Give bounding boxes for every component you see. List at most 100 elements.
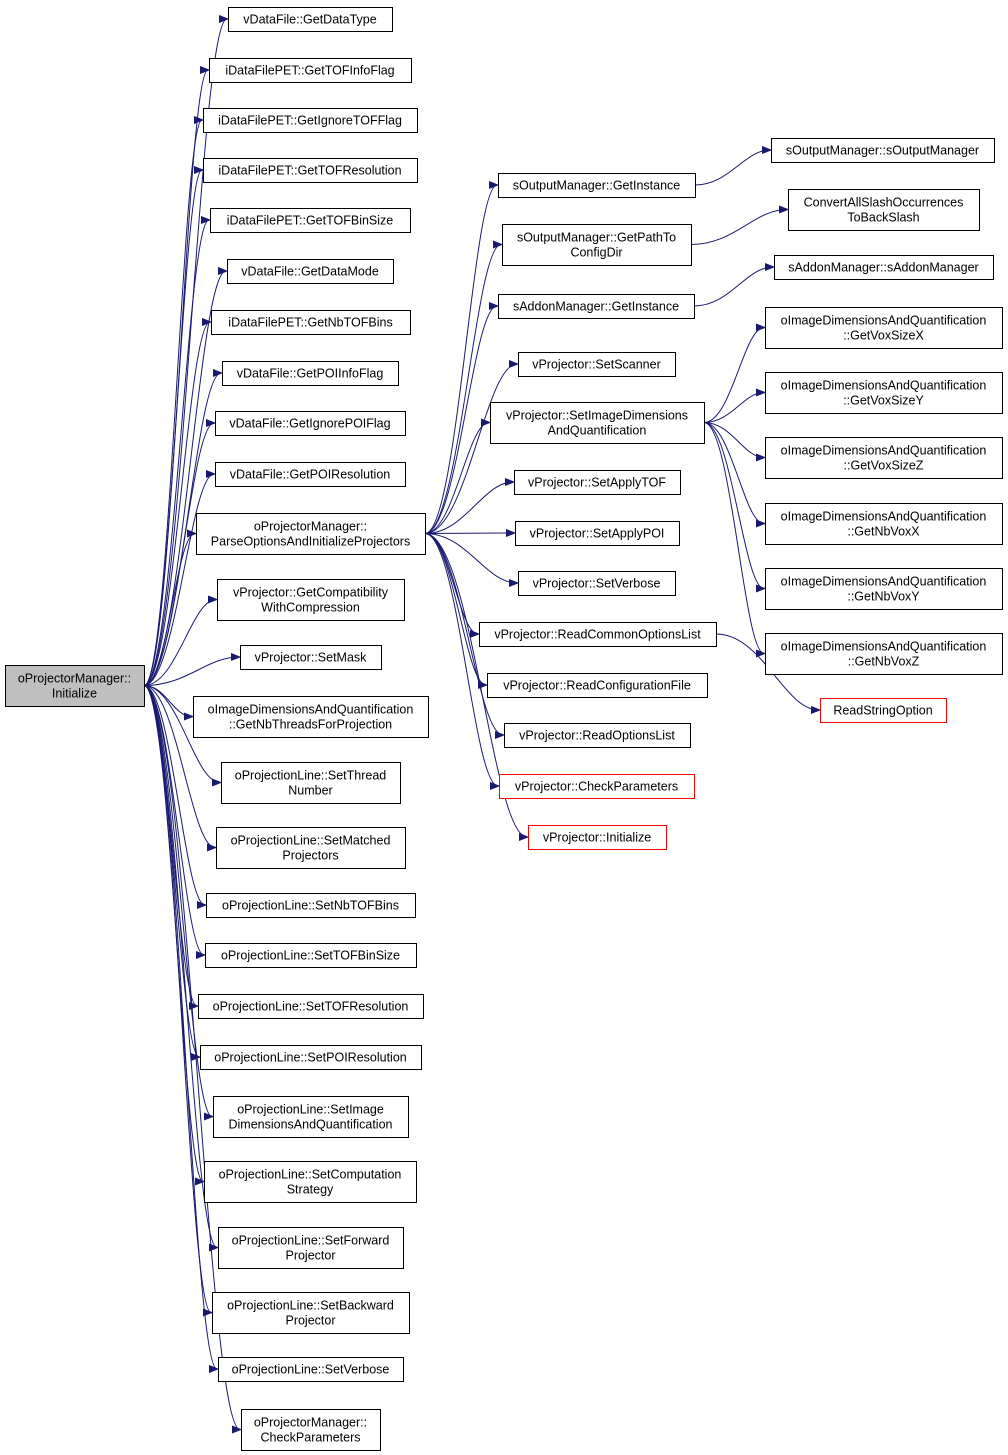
node-oimagedimensionsandquantification-getnbthreadsforprojection[interactable]: oImageDimensionsAndQuantification::GetNb…: [193, 696, 429, 738]
node-idatafilepet-getnbtofbins[interactable]: iDataFilePET::GetNbTOFBins: [211, 310, 411, 335]
edge-root-to-n24: [143, 685, 211, 1313]
node-oprojectormanager-parseoptionsandinitializeprojectors[interactable]: oProjectorManager::ParseOptionsAndInitia…: [196, 513, 426, 555]
node-oprojectionline-setnbtofbins[interactable]: oProjectionLine::SetNbTOFBins: [206, 893, 416, 918]
node-oimagedimensionsandquantification-getvoxsizez[interactable]: oImageDimensionsAndQuantification::GetVo…: [765, 437, 1003, 479]
node-vprojector-setimagedimensions-andquantification[interactable]: vProjector::SetImageDimensionsAndQuantif…: [490, 402, 705, 444]
nodes-layer: oProjectorManager::Initialize vDataFile::…: [5, 7, 1003, 1451]
node-oimagedimensionsandquantification-getvoxsizex[interactable]: oImageDimensionsAndQuantification::GetVo…: [765, 307, 1003, 349]
node-label: ConfigDir: [570, 245, 622, 259]
node-label: ConvertAllSlashOccurrences: [804, 195, 964, 209]
edge-root-to-n26: [143, 685, 240, 1430]
node-vprojector-readoptionslist[interactable]: vProjector::ReadOptionsList: [504, 723, 691, 748]
node-label: oProjectionLine::SetImage: [237, 1102, 384, 1116]
node-oprojectionline-setpoiresolution[interactable]: oProjectionLine::SetPOIResolution: [200, 1045, 422, 1070]
node-readstringoption[interactable]: ReadStringOption: [820, 698, 947, 723]
node-box: [210, 208, 411, 233]
node-box: [222, 361, 399, 386]
node-vdatafile-getpoiresolution[interactable]: vDataFile::GetPOIResolution: [215, 462, 406, 487]
node-vprojector-setscanner[interactable]: vProjector::SetScanner: [518, 352, 676, 377]
node-vdatafile-getpoiinfoflag[interactable]: vDataFile::GetPOIInfoFlag: [222, 361, 399, 386]
edge-p5-to-q8: [703, 422, 764, 589]
node-box: [514, 470, 681, 495]
node-vprojector-checkparameters[interactable]: vProjector::CheckParameters: [499, 774, 695, 799]
node-oprojectormanager-initialize[interactable]: oProjectorManager::Initialize: [5, 665, 145, 707]
edge-root-to-n1: [143, 19, 227, 686]
edge-p5-to-q4: [703, 328, 764, 423]
edge-root-to-n4: [143, 170, 202, 686]
node-idatafilepet-gettofbinsize[interactable]: iDataFilePET::GetTOFBinSize: [210, 208, 411, 233]
node-vprojector-getcompatibility-withcompression[interactable]: vProjector::GetCompatibilityWithCompress…: [217, 579, 405, 621]
node-oprojectionline-setverbose[interactable]: oProjectionLine::SetVerbose: [218, 1357, 404, 1382]
edge-parse-to-p11: [424, 533, 503, 736]
node-box: [515, 521, 680, 546]
node-vprojector-setapplytof[interactable]: vProjector::SetApplyTOF: [514, 470, 681, 495]
edge-root-to-n5: [143, 220, 209, 686]
node-idatafilepet-gettofinfoflag[interactable]: iDataFilePET::GetTOFInfoFlag: [209, 58, 412, 83]
node-vprojector-setverbose[interactable]: vProjector::SetVerbose: [518, 571, 676, 596]
node-box: [215, 462, 406, 487]
node-label: vProjector::SetApplyTOF: [528, 475, 666, 489]
node-vprojector-setapplypoi[interactable]: vProjector::SetApplyPOI: [515, 521, 680, 546]
node-oimagedimensionsandquantification-getnbvoxy[interactable]: oImageDimensionsAndQuantification::GetNb…: [765, 568, 1003, 610]
node-box: [528, 825, 667, 850]
node-box: [198, 994, 424, 1019]
node-label: vProjector::SetApplyPOI: [530, 526, 665, 540]
node-box: [193, 696, 429, 738]
node-oprojectionline-setimage-dimensionsandquantification[interactable]: oProjectionLine::SetImageDimensionsAndQu…: [213, 1096, 409, 1138]
node-label: vDataFile::GetDataType: [243, 12, 376, 26]
node-label: vProjector::GetCompatibility: [233, 585, 389, 599]
edge-parse-to-p6: [424, 482, 513, 534]
node-vprojector-readconfigurationfile[interactable]: vProjector::ReadConfigurationFile: [487, 673, 708, 698]
node-box: [498, 173, 696, 198]
node-box: [479, 622, 717, 647]
node-oprojectormanager-checkparameters[interactable]: oProjectorManager::CheckParameters: [241, 1409, 381, 1451]
node-box: [203, 108, 418, 133]
node-oprojectionline-settofresolution[interactable]: oProjectionLine::SetTOFResolution: [198, 994, 424, 1019]
node-oimagedimensionsandquantification-getnbvoxz[interactable]: oImageDimensionsAndQuantification::GetNb…: [765, 633, 1003, 675]
edge-parse-to-p4: [424, 364, 517, 534]
node-label: ::GetNbVoxZ: [848, 654, 920, 668]
node-label: sOutputManager::GetPathTo: [517, 230, 676, 244]
node-label: oProjectorManager::: [254, 519, 367, 533]
node-vdatafile-getignorepoiflag[interactable]: vDataFile::GetIgnorePOIFlag: [215, 411, 406, 436]
node-vprojector-initialize[interactable]: vProjector::Initialize: [528, 825, 667, 850]
node-label: iDataFilePET::GetIgnoreTOFFlag: [218, 113, 402, 127]
node-label: oProjectionLine::SetNbTOFBins: [222, 898, 399, 912]
node-vdatafile-getdatamode[interactable]: vDataFile::GetDataMode: [227, 259, 394, 284]
node-box: [213, 1096, 409, 1138]
node-label: Projector: [285, 1313, 335, 1327]
node-saddonmanager-saddonmanager[interactable]: sAddonManager::sAddonManager: [774, 255, 994, 280]
node-oprojectionline-settofbinsize[interactable]: oProjectionLine::SetTOFBinSize: [205, 943, 417, 968]
node-label: oProjectionLine::SetTOFResolution: [213, 999, 409, 1013]
node-label: oImageDimensionsAndQuantification: [781, 443, 987, 457]
node-vprojector-readcommonoptionslist[interactable]: vProjector::ReadCommonOptionsList: [479, 622, 717, 647]
node-saddonmanager-getinstance[interactable]: sAddonManager::GetInstance: [498, 294, 695, 319]
node-label: Initialize: [52, 686, 97, 700]
node-label: sAddonManager::GetInstance: [513, 299, 679, 313]
node-idatafilepet-gettofresolution[interactable]: iDataFilePET::GetTOFResolution: [203, 158, 418, 183]
node-box: [765, 503, 1003, 545]
node-box: [518, 571, 676, 596]
node-soutputmanager-soutputmanager[interactable]: sOutputManager::sOutputManager: [771, 138, 995, 163]
node-box: [5, 665, 145, 707]
node-label: oProjectionLine::SetForward: [232, 1233, 390, 1247]
edge-parse-to-p12: [424, 533, 498, 787]
node-label: iDataFilePET::GetTOFResolution: [218, 163, 401, 177]
node-oimagedimensionsandquantification-getnbvoxx[interactable]: oImageDimensionsAndQuantification::GetNb…: [765, 503, 1003, 545]
node-vdatafile-getdatatype[interactable]: vDataFile::GetDataType: [228, 7, 393, 32]
node-soutputmanager-getinstance[interactable]: sOutputManager::GetInstance: [498, 173, 696, 198]
node-idatafilepet-getignoretofflag[interactable]: iDataFilePET::GetIgnoreTOFFlag: [203, 108, 418, 133]
node-oimagedimensionsandquantification-getvoxsizey[interactable]: oImageDimensionsAndQuantification::GetVo…: [765, 372, 1003, 414]
node-box: [228, 7, 393, 32]
node-label: vDataFile::GetDataMode: [241, 264, 379, 278]
edge-parse-to-p3: [424, 306, 497, 534]
node-vprojector-setmask[interactable]: vProjector::SetMask: [240, 645, 382, 670]
